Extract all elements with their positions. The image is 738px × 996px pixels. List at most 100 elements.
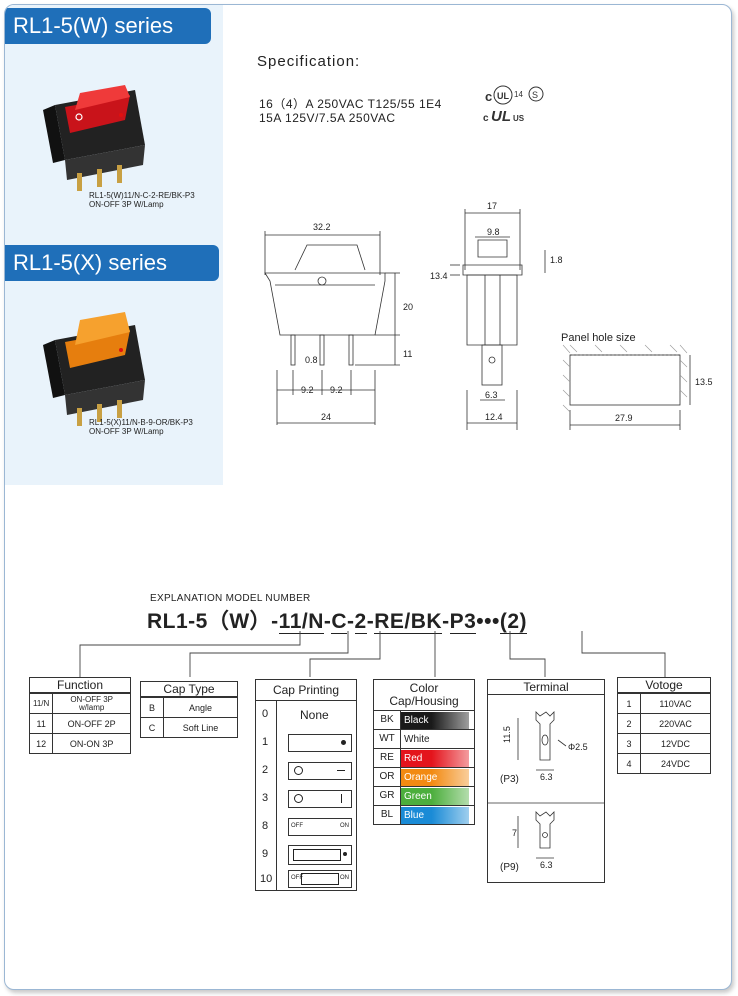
dim-side-width: 17: [487, 201, 497, 211]
printing-code: 8: [262, 820, 269, 832]
dimension-drawings: 32.2 20 11 0.8 9.2 9.2 24 17 9.8 1.8 13.…: [264, 201, 713, 430]
series-x-code: RL1-5(X)11/N-B-9-OR/BK-P3: [89, 418, 193, 427]
function-title: Function: [30, 678, 130, 693]
printing-o-dash-symbol: [288, 762, 352, 780]
svg-text:UL: UL: [497, 91, 509, 101]
panel-hole-label: Panel hole size: [561, 332, 636, 344]
dim-front-pitch2: 9.2: [330, 385, 343, 395]
model-part-cap: C: [331, 610, 348, 634]
model-sep: -: [442, 610, 450, 633]
terminal-p9-length: 7: [512, 828, 517, 838]
series-x-desc: ON-OFF 3P W/Lamp: [89, 427, 164, 436]
color-code: RE: [374, 749, 401, 767]
dim-front-pin-width: 0.8: [305, 355, 318, 365]
dim-front-width: 32.2: [313, 222, 331, 232]
printing-code: 0: [262, 708, 269, 720]
model-sep: -: [347, 610, 355, 633]
terminal-p9-label: (P9): [500, 862, 519, 873]
color-swatch: Blue: [401, 806, 469, 824]
color-swatch: Red: [401, 749, 469, 767]
explanation-title: EXPLANATION MODEL NUMBER: [150, 593, 311, 604]
model-part-color: RE/BK: [374, 610, 443, 634]
cap-type-title: Cap Type: [141, 682, 237, 697]
model-part-function: 11/N: [278, 610, 324, 634]
series-w-desc: ON-OFF 3P W/Lamp: [89, 200, 164, 209]
voltage-title: Votoge: [618, 678, 710, 693]
series-w-code: RL1-5(W)11/N-C-2-RE/BK-P3: [89, 191, 195, 200]
dim-side-body: 13.4: [430, 271, 448, 281]
svg-text:UL: UL: [491, 108, 511, 125]
printing-code: 1: [262, 736, 269, 748]
printing-none-label: None: [300, 708, 329, 722]
terminal-p3-hole: Φ2.5: [568, 742, 588, 752]
model-number: RL1-5（W）-11/N-C-2-RE/BK-P3•••(2): [147, 605, 527, 635]
dim-side-base: 12.4: [485, 412, 503, 422]
dim-front-pins: 11: [403, 349, 412, 359]
product-panel: RL1-5(W) series RL1-5(W)11/N-C-2-RE/BK-P…: [5, 5, 223, 485]
printing-o-i-symbol: [288, 790, 352, 808]
dim-side-flange: 1.8: [550, 255, 563, 265]
color-code: WT: [374, 730, 401, 748]
color-swatch: Black: [401, 711, 469, 729]
model-sep: -: [323, 610, 332, 633]
model-sep: -: [271, 610, 279, 633]
model-part-printing: 2: [354, 610, 367, 634]
printing-code: 10: [260, 873, 273, 885]
terminal-p3-label: (P3): [500, 774, 519, 785]
model-part-voltage: (2): [499, 610, 527, 634]
rocker-switch-red-image: [43, 85, 145, 191]
dim-panel-width: 27.9: [615, 413, 633, 423]
printing-dot-symbol: [288, 734, 352, 752]
model-part-series: RL1-5（W）: [147, 610, 272, 633]
svg-text:S: S: [532, 90, 538, 100]
printing-code: 3: [262, 792, 269, 804]
connector-lines: [79, 631, 666, 677]
cap-printing-title: Cap Printing: [256, 680, 356, 701]
svg-text:US: US: [513, 114, 525, 123]
terminal-p3-width: 6.3: [540, 772, 553, 782]
printing-window-dot-symbol: [288, 845, 352, 865]
dim-front-height: 20: [403, 302, 413, 312]
printing-code: 9: [262, 848, 269, 860]
svg-text:c: c: [483, 113, 489, 124]
series-w-title: RL1-5(W) series: [5, 8, 211, 44]
model-part-terminal: P3: [449, 610, 477, 634]
svg-text:14: 14: [514, 90, 523, 99]
printing-code: 2: [262, 764, 269, 776]
terminal-drawings: 11.5 Φ2.5 6.3 (P3) 7 6.3 (P9): [488, 711, 604, 873]
color-swatch: White: [401, 730, 469, 748]
color-code: BL: [374, 806, 401, 824]
model-sep: -: [366, 610, 375, 633]
color-code: GR: [374, 787, 401, 805]
dim-side-cap: 9.8: [487, 227, 500, 237]
certification-logos: c UL 14 S c UL US: [483, 85, 544, 125]
catalog-page: RL1-5(W) series RL1-5(W)11/N-C-2-RE/BK-P…: [4, 4, 732, 990]
dim-front-base: 24: [321, 412, 331, 422]
color-code: OR: [374, 768, 401, 786]
series-x-title: RL1-5(X) series: [5, 245, 219, 281]
spec-line-1: 16（4）A 250VAC T125/55 1E4: [259, 97, 442, 111]
svg-text:c: c: [485, 89, 492, 104]
terminal-table: Terminal 11.5 Φ2.5 6.3 (P3) 7 6.3 (P9): [487, 679, 605, 883]
terminal-title: Terminal: [488, 680, 604, 695]
spec-line-2: 15A 125V/7.5A 250VAC: [259, 111, 396, 125]
rocker-switch-orange-image: [43, 312, 145, 426]
spec-title: Specification:: [257, 53, 361, 70]
